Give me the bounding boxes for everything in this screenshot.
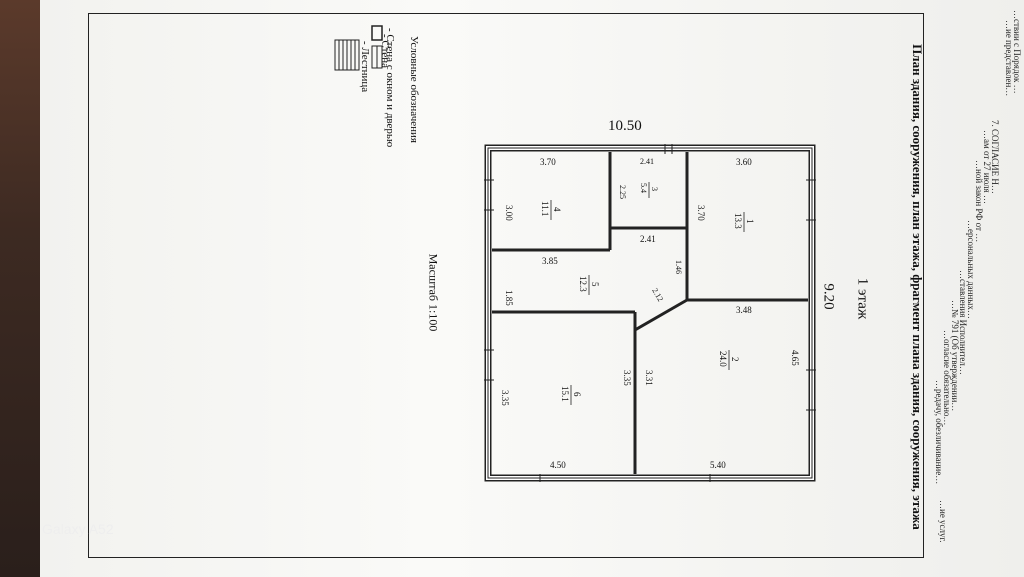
overall-width: 10.50 (608, 118, 642, 134)
room-2: 2 24.0 (718, 350, 740, 370)
dim-label: 3.35 (500, 390, 510, 406)
side-text-line: …ие представлен… (1004, 20, 1014, 97)
dim-label: 1.85 (504, 290, 514, 306)
room-area: 5.4 (639, 183, 648, 193)
room-area: 12.3 (578, 276, 588, 292)
dim-label: 3.48 (736, 305, 752, 315)
dim-label: 3.85 (542, 256, 558, 266)
side-text-line: …ие услуг. (938, 500, 948, 543)
room-area: 11.1 (540, 201, 550, 216)
inner-walls (492, 152, 808, 474)
room-area: 24.0 (718, 351, 728, 367)
dim-label: 2.41 (640, 157, 654, 166)
dim-label: 1.46 (674, 260, 683, 274)
wall-icon (371, 25, 383, 41)
dim-label: 2.12 (650, 287, 665, 304)
dim-label: 3.70 (540, 157, 556, 167)
floor-label: 1 этаж (854, 277, 871, 320)
dim-label: 2.25 (618, 185, 627, 199)
room-number: 4 (552, 207, 562, 212)
side-text-fragment: …ствии с Порядок … …ие представлен… 7. С… (934, 0, 1024, 577)
dim-label: 3.35 (622, 370, 632, 386)
legend-heading: Условные обозначения (408, 36, 420, 143)
room-4: 4 11.1 (540, 200, 562, 220)
room-area: 15.1 (560, 386, 570, 402)
floor-plan: 3.70 2.41 3.60 3.00 2.25 3.70 2.41 1.46 … (484, 144, 816, 482)
window-marks (484, 144, 816, 482)
room-number: 1 (745, 219, 755, 224)
dim-label: 2.41 (640, 234, 656, 244)
dim-label: 3.60 (736, 157, 752, 167)
room-number: 6 (572, 392, 582, 397)
legend-symbols (334, 25, 383, 71)
side-text-line: …редачу, обезличивание… (934, 380, 944, 485)
dim-label: 4.65 (790, 350, 800, 366)
dim-label: 4.50 (550, 460, 566, 470)
room-1: 1 13.3 (733, 212, 755, 232)
room-number: 2 (730, 357, 740, 362)
room-number: 3 (650, 187, 659, 191)
room-area: 13.3 (733, 213, 743, 229)
page-title: План здания, сооружения, план этажа, фра… (910, 44, 925, 530)
room-number: 5 (590, 282, 600, 287)
dim-label: 3.00 (504, 205, 514, 221)
dim-label: 5.40 (710, 460, 726, 470)
room-3: 3 5.4 (639, 182, 659, 198)
room-5: 5 12.3 (578, 275, 600, 295)
scale-label: Масштаб 1:100 (426, 253, 441, 332)
dim-label: 3.31 (644, 370, 654, 386)
camera-watermark: Galaxy A52 (42, 521, 114, 537)
room-6: 6 15.1 (560, 385, 582, 405)
drawing-frame (88, 13, 924, 558)
overall-depth: 9.20 (820, 283, 837, 310)
dim-label: 3.70 (696, 205, 706, 221)
